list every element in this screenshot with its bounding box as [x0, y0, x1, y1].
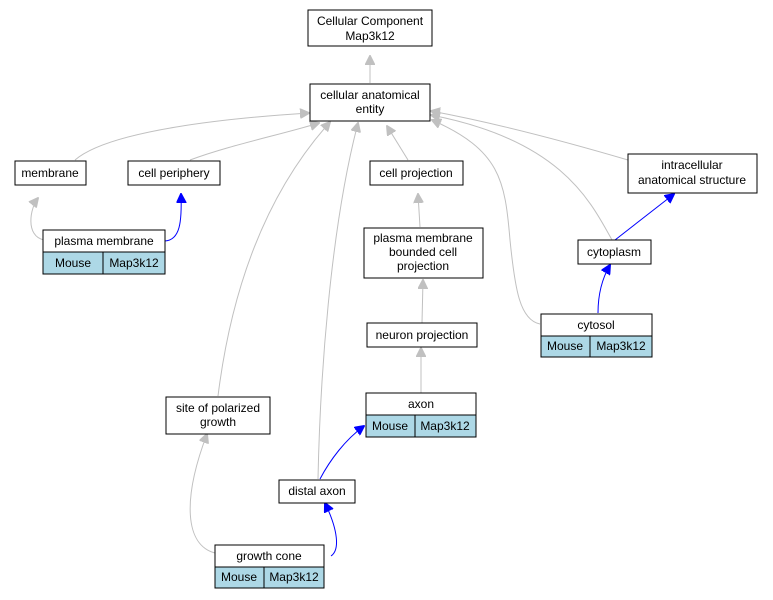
node-distal-axon[interactable]: distal axon — [278, 479, 356, 504]
cell-label: Map3k12 — [109, 256, 159, 270]
node-label: projection — [397, 259, 449, 273]
node-neuron-projection[interactable]: neuron projection — [366, 322, 478, 348]
annotation-cell-gene — [414, 414, 477, 438]
cell-label: Map3k12 — [420, 419, 470, 433]
nodes: Cellular Component Map3k12 cellular anat… — [14, 9, 758, 589]
node-cell-projection[interactable]: cell projection — [369, 160, 464, 186]
node-label: cytoplasm — [587, 245, 641, 259]
node-label: anatomical structure — [638, 173, 746, 187]
cell-label: Mouse — [55, 256, 91, 270]
cell-label: Mouse — [372, 419, 408, 433]
node-label: site of polarized — [176, 401, 260, 415]
node-label: membrane — [21, 166, 79, 180]
node-cellular-anatomical-entity[interactable]: cellular anatomical entity — [309, 83, 431, 122]
node-membrane[interactable]: membrane — [14, 160, 87, 186]
node-plasma-membrane[interactable]: plasma membrane Mouse Map3k12 — [42, 229, 166, 275]
edge-distal-axon-to-cae — [317, 123, 358, 480]
edge-pmbcp-to-cell-projection — [418, 194, 420, 228]
node-label: intracellular — [661, 158, 722, 172]
annotation-cell-gene — [589, 335, 653, 358]
node-label: cell projection — [379, 166, 452, 180]
node-cell-periphery[interactable]: cell periphery — [127, 160, 221, 186]
edge-membrane-to-cae — [74, 113, 309, 161]
node-label: growth cone — [236, 549, 302, 563]
edge-cell-projection-to-cae — [387, 126, 409, 161]
node-label: Map3k12 — [345, 29, 395, 43]
node-label: plasma membrane — [54, 234, 154, 248]
node-label: neuron projection — [376, 328, 469, 342]
annotation-cell-gene — [263, 566, 325, 589]
edge-neuron-projection-to-pmbcp — [422, 280, 423, 324]
edge-cytosol-to-cytoplasm — [597, 265, 610, 314]
edge-intracellular-to-cae — [431, 111, 629, 161]
node-label: distal axon — [288, 484, 345, 498]
edge-site-polarized-to-cae — [217, 122, 330, 397]
node-cytoplasm[interactable]: cytoplasm — [577, 239, 652, 265]
annotation-cell-gene — [102, 251, 166, 275]
node-intracellular-anatomical-structure[interactable]: intracellular anatomical structure — [627, 153, 758, 194]
cell-label: Mouse — [547, 339, 583, 353]
node-label: Cellular Component — [317, 14, 424, 28]
node-site-of-polarized-growth[interactable]: site of polarized growth — [165, 396, 271, 435]
edge-cytoplasm-to-intracellular — [614, 194, 674, 241]
node-label: axon — [408, 397, 434, 411]
edge-cell-periphery-to-cae — [189, 123, 319, 161]
cell-label: Map3k12 — [269, 570, 319, 584]
node-label: growth — [200, 415, 236, 429]
node-label: cell periphery — [138, 166, 209, 180]
edge-distal-axon-to-axon — [319, 426, 364, 480]
edge-cytoplasm-to-cae — [431, 115, 613, 241]
node-growth-cone[interactable]: growth cone Mouse Map3k12 — [214, 544, 325, 589]
cell-label: Mouse — [221, 570, 257, 584]
node-label: bounded cell — [389, 245, 457, 259]
node-plasma-membrane-bounded-cell-projection[interactable]: plasma membrane bounded cell projection — [363, 227, 484, 279]
edge-plasma-membrane-to-cell-periphery — [164, 194, 181, 242]
node-label: entity — [356, 102, 385, 116]
node-axon[interactable]: axon Mouse Map3k12 — [365, 392, 477, 438]
node-label: plasma membrane — [373, 231, 473, 245]
node-label: cellular anatomical — [320, 88, 419, 102]
edge-growth-cone-to-distal-axon — [325, 503, 337, 557]
edge-cytosol-to-cae — [432, 120, 541, 325]
cell-label: Map3k12 — [596, 339, 646, 353]
edge-growth-cone-to-site-polarized — [189, 434, 216, 554]
node-cellular-component[interactable]: Cellular Component Map3k12 — [307, 9, 433, 47]
edges — [31, 56, 674, 557]
edge-plasma-membrane-to-membrane — [31, 198, 45, 241]
node-label: cytosol — [577, 318, 614, 332]
node-cytosol[interactable]: cytosol Mouse Map3k12 — [540, 313, 653, 358]
